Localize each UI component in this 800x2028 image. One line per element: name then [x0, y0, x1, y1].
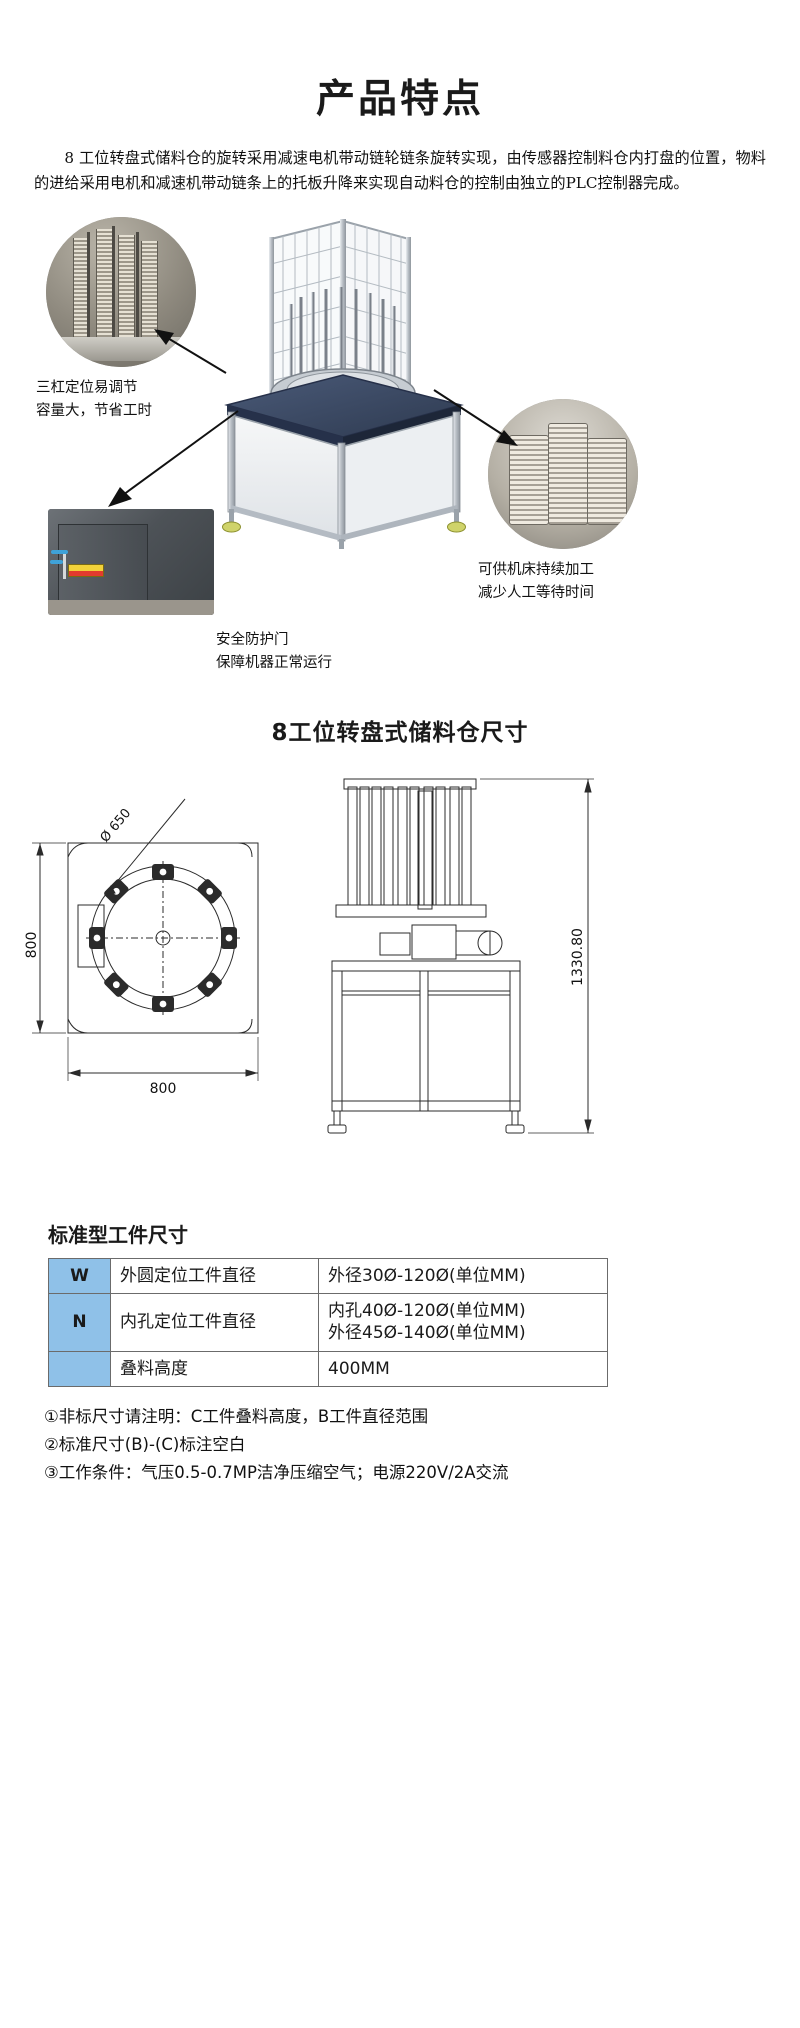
- caption-three-rod: 三杠定位易调节 容量大，节省工时: [36, 380, 152, 419]
- table-row: N 内孔定位工件直径 内孔40Ø-120Ø(单位MM) 外径45Ø-140Ø(单…: [48, 1293, 608, 1352]
- top-view-width-label: 800: [150, 1081, 177, 1097]
- machine-illustration: [222, 219, 466, 550]
- top-view-drawing: Ø 650 800 800: [24, 798, 259, 1097]
- dimension-drawings: Ø 650 800 800: [0, 765, 800, 1185]
- leveling-feet: [222, 509, 466, 550]
- top-view-diameter-label: Ø 650: [98, 806, 135, 846]
- spec-code: [48, 1350, 111, 1387]
- callout-arrow-plates: [433, 389, 518, 447]
- note-item: ①非标尺寸请注明：C工件叠料高度，B工件直径范围: [44, 1406, 429, 1426]
- notes-list: ①非标尺寸请注明：C工件叠料高度，B工件直径范围 ②标准尺寸(B)-(C)标注空…: [44, 1403, 756, 1488]
- top-view-height-label: 800: [24, 932, 40, 959]
- spec-value: 400MM: [318, 1350, 608, 1387]
- caption-safety-door: 安全防护门 保障机器正常运行: [216, 632, 332, 671]
- spec-code: W: [48, 1258, 111, 1295]
- column-rods: [289, 287, 396, 390]
- table-row: W 外圆定位工件直径 外径30Ø-120Ø(单位MM): [48, 1258, 608, 1295]
- dimensions-heading: 8工位转盘式储料仓尺寸: [271, 720, 529, 747]
- note-item: ③工作条件：气压0.5-0.7MP洁净压缩空气；电源220V/2A交流: [44, 1463, 509, 1483]
- spec-value: 内孔40Ø-120Ø(单位MM) 外径45Ø-140Ø(单位MM): [318, 1293, 608, 1352]
- station-fixtures: [89, 864, 237, 1013]
- spec-value: 外径30Ø-120Ø(单位MM): [318, 1258, 608, 1295]
- photo-plate-stacks: [488, 399, 638, 550]
- frame-deck: [224, 374, 464, 448]
- spec-table: W 外圆定位工件直径 外径30Ø-120Ø(单位MM) N 内孔定位工件直径 内…: [48, 1258, 608, 1387]
- callout-arrow-rings: [154, 329, 227, 375]
- spec-code: N: [48, 1293, 111, 1352]
- callout-arrow-cabinet: [108, 410, 239, 508]
- caption-continuous: 可供机床持续加工 减少人工等待时间: [478, 562, 594, 601]
- intro-paragraph: 8 工位转盘式储料仓的旋转采用减速电机带动链轮链条旋转实现，由传感器控制料仓内打…: [34, 149, 766, 192]
- photo-three-rod-magazine: [46, 217, 196, 368]
- spec-desc: 外圆定位工件直径: [110, 1258, 319, 1295]
- front-view-drawing: 1330.80: [327, 778, 594, 1134]
- machine-frame: [227, 411, 461, 542]
- spec-desc: 叠料高度: [110, 1350, 319, 1387]
- photo-montage: 三杠定位易调节 容量大，节省工时 可供机床持续加工 减少人工等待时间 安全防护门…: [0, 209, 800, 699]
- photo-safety-door-cabinet: [48, 509, 214, 616]
- note-item: ②标准尺寸(B)-(C)标注空白: [44, 1435, 246, 1454]
- front-view-height-label: 1330.80: [570, 928, 586, 986]
- spec-section: 标准型工件尺寸 W 外圆定位工件直径 外径30Ø-120Ø(单位MM) N 内孔…: [48, 1219, 752, 1387]
- page-title: 产品特点: [315, 77, 484, 122]
- table-row: 叠料高度 400MM: [48, 1350, 608, 1387]
- spec-title: 标准型工件尺寸: [48, 1223, 188, 1248]
- spec-desc: 内孔定位工件直径: [110, 1293, 319, 1352]
